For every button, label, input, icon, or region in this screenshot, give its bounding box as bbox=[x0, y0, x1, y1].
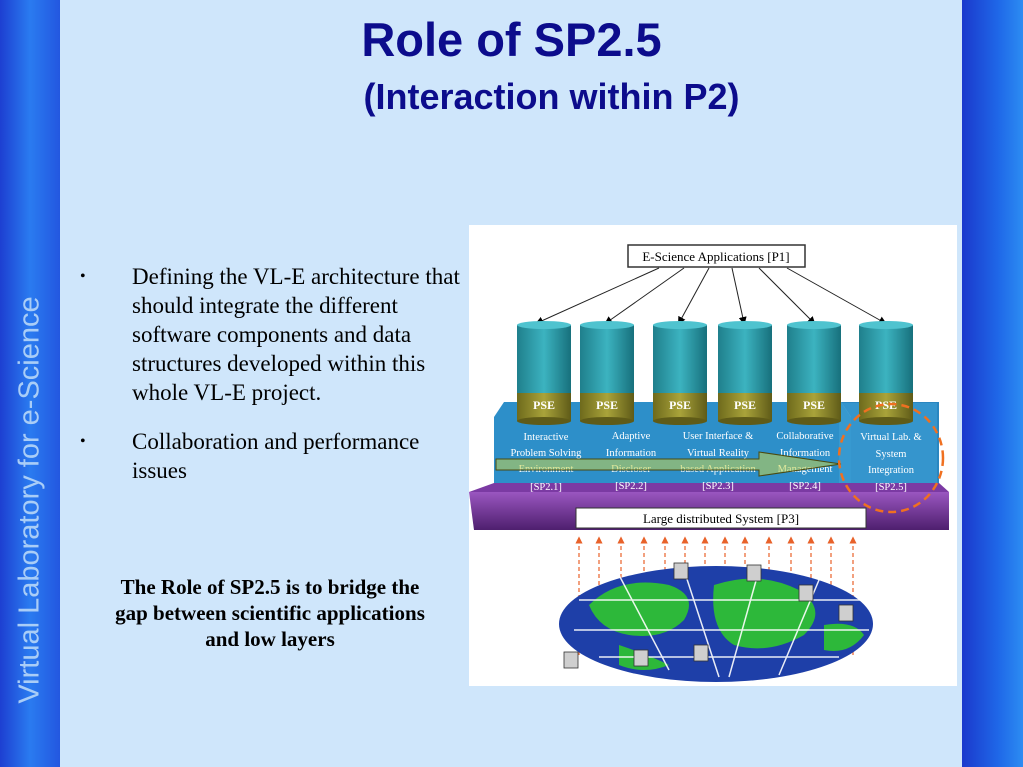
module-code: [SP2.4] bbox=[789, 481, 821, 492]
slide-subtitle: (Interaction within P2) bbox=[363, 76, 740, 117]
bullet-text: Collaboration and performance issues bbox=[132, 429, 420, 483]
bullet-dot-icon: • bbox=[80, 268, 86, 285]
purple-base-top bbox=[469, 483, 949, 492]
module-line: Information bbox=[606, 448, 657, 459]
right-decor-band bbox=[962, 0, 1023, 767]
bullet-item: • Collaboration and performance issues bbox=[80, 427, 480, 485]
sp25-highlight bbox=[837, 402, 945, 514]
cylinder-label: PSE bbox=[875, 398, 897, 412]
module-line: Adaptive bbox=[612, 431, 651, 442]
cylinder-label: PSE bbox=[803, 398, 825, 412]
bullet-item: • Defining the VL-E architecture that sho… bbox=[80, 262, 480, 407]
globe bbox=[559, 562, 873, 682]
bottom-box-label: Large distributed System [P3] bbox=[643, 511, 799, 526]
module-line: Problem Solving bbox=[511, 448, 583, 459]
module-code: [SP2.3] bbox=[702, 481, 734, 492]
module-line: Interactive bbox=[524, 432, 569, 443]
cylinder-label: PSE bbox=[533, 398, 555, 412]
module-line: System bbox=[876, 449, 907, 460]
module-code: [SP2.1] bbox=[530, 482, 562, 493]
bullet-list: • Defining the VL-E architecture that sho… bbox=[80, 262, 480, 505]
side-label: Virtual Laboratory for e-Science bbox=[13, 296, 46, 704]
module-code: [SP2.5] bbox=[875, 482, 907, 493]
top-box bbox=[627, 244, 806, 268]
cylinder-label: PSE bbox=[734, 398, 756, 412]
module-line: Virtual Lab. & bbox=[860, 432, 921, 443]
cylinder: PSE bbox=[787, 321, 841, 425]
diagram-canvas: E-Science Applications [P1] PSE bbox=[469, 244, 949, 682]
module-line: User Interface & bbox=[683, 431, 754, 442]
callout-text: The Role of SP2.5 is to bridge the gap b… bbox=[115, 575, 425, 651]
module-line: Virtual Reality bbox=[687, 448, 750, 459]
bottom-box bbox=[575, 507, 867, 529]
top-arrows bbox=[535, 267, 887, 325]
cylinder: PSE bbox=[653, 321, 707, 425]
cylinder: PSE bbox=[580, 321, 634, 425]
bullet-dot-icon: • bbox=[80, 433, 86, 450]
module-line: Integration bbox=[868, 465, 915, 476]
module-line: Information bbox=[780, 448, 831, 459]
cylinder-label: PSE bbox=[669, 398, 691, 412]
bullet-text: Defining the VL-E architecture that shou… bbox=[132, 264, 460, 405]
left-decor-band bbox=[0, 0, 60, 767]
module-sp25: Virtual Lab. & System Integration [SP2.5… bbox=[860, 432, 921, 493]
cylinder: PSE bbox=[517, 321, 571, 425]
cylinders: PSE PSE PSE PSE bbox=[517, 321, 913, 425]
slide-title: Role of SP2.5 bbox=[361, 13, 662, 66]
bridge-arrow bbox=[495, 451, 842, 477]
top-box-label: E-Science Applications [P1] bbox=[642, 249, 789, 264]
architecture-diagram: E-Science Applications [P1] PSE bbox=[469, 225, 957, 686]
cylinder-label: PSE bbox=[596, 398, 618, 412]
module-line: Collaborative bbox=[776, 431, 833, 442]
cylinder: PSE bbox=[718, 321, 772, 425]
module-code: [SP2.2] bbox=[615, 481, 647, 492]
